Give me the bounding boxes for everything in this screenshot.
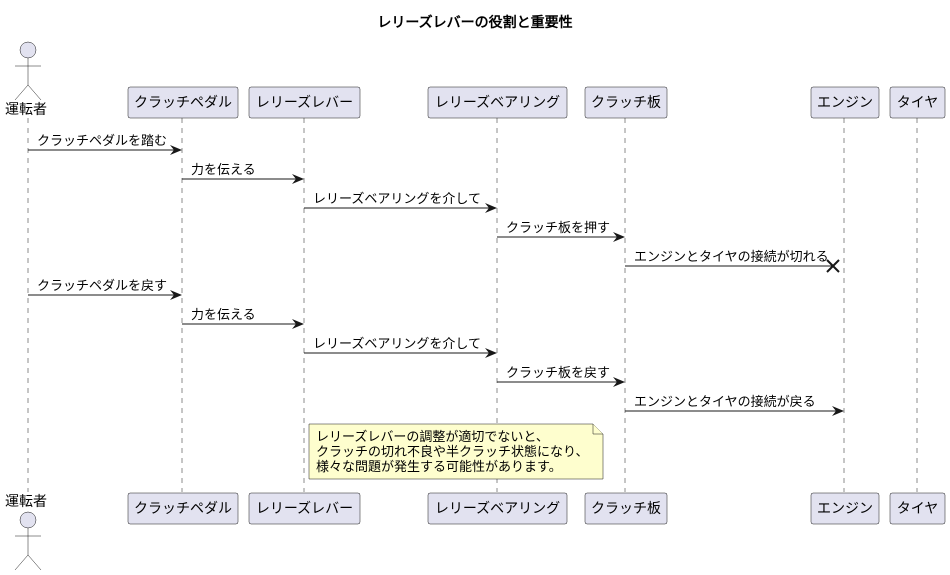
participant-box	[889, 86, 946, 119]
note-fold	[592, 424, 603, 435]
message-label: エンジンとタイヤの接続が切れる	[634, 249, 829, 265]
participant-label: レリーズベアリング	[435, 501, 560, 517]
message-label: クラッチ板を押す	[506, 221, 610, 236]
participants-bottom: クラッチペダル レリーズレバー レリーズベアリング クラッチ板 エンジン タイヤ	[127, 492, 946, 525]
participant-box	[427, 492, 568, 525]
participant-label: クラッチ板	[591, 95, 661, 111]
arrowhead	[613, 232, 625, 242]
message-label: 力を伝える	[191, 308, 256, 323]
arrowhead	[832, 406, 844, 416]
participant-box	[889, 492, 946, 525]
participant-box	[248, 492, 361, 525]
actor-label-top: 運転者	[5, 102, 47, 118]
message-label: クラッチペダルを戻す	[37, 279, 167, 294]
note-line-2: クラッチの切れ不良や半クラッチ状態になり、	[316, 444, 588, 460]
message-label: 力を伝える	[191, 163, 256, 178]
message-label: クラッチペダルを踏む	[37, 134, 167, 149]
note-box	[308, 423, 604, 480]
participant-box	[127, 86, 239, 119]
participant-label: レリーズレバー	[256, 95, 353, 111]
participant-label: クラッチ板	[591, 501, 661, 517]
arrowhead	[170, 145, 182, 155]
actor-label-bottom: 運転者	[5, 494, 47, 510]
arrowhead	[613, 377, 625, 387]
messages: クラッチペダルを踏む 力を伝える レリーズベアリングを介して クラッチ板を押す …	[28, 134, 844, 416]
participant-label: エンジン	[817, 501, 873, 517]
arrowhead	[292, 174, 304, 184]
actor-head	[19, 511, 37, 529]
note: レリーズレバーの調整が適切でないと、 クラッチの切れ不良や半クラッチ状態になり、…	[308, 423, 604, 480]
note-line-3: 様々な問題が発生する可能性があります。	[316, 460, 562, 475]
participant-box	[584, 492, 668, 525]
participant-box	[810, 492, 880, 525]
message-label: クラッチ板を戻す	[506, 366, 610, 381]
note-line-1: レリーズレバーの調整が適切でないと、	[316, 429, 549, 445]
actor-body	[14, 528, 42, 571]
actor-body	[14, 58, 42, 101]
actor-driver-top: 運転者	[5, 41, 47, 118]
arrowhead	[292, 319, 304, 329]
participant-label: エンジン	[817, 95, 873, 111]
arrowhead	[485, 203, 497, 213]
participant-box	[127, 492, 239, 525]
participant-label: タイヤ	[897, 95, 939, 111]
diagram-title: レリーズレバーの役割と重要性	[377, 14, 572, 31]
participant-label: クラッチペダル	[134, 501, 232, 517]
destroy-x-icon	[826, 259, 840, 273]
participant-box	[584, 86, 668, 119]
participant-label: タイヤ	[897, 501, 939, 517]
participant-box	[427, 86, 568, 119]
participant-label: レリーズレバー	[256, 501, 353, 517]
participant-label: レリーズベアリング	[435, 95, 560, 111]
participant-box	[248, 86, 361, 119]
actor-driver-bottom: 運転者	[5, 494, 47, 571]
participant-label: クラッチペダル	[134, 95, 232, 111]
arrowhead	[485, 348, 497, 358]
actor-head	[19, 41, 37, 59]
participants-top: クラッチペダル レリーズレバー レリーズベアリング クラッチ板 エンジン タイヤ	[127, 86, 946, 119]
message-label: エンジンとタイヤの接続が戻る	[634, 394, 816, 410]
message-label: レリーズベアリングを介して	[313, 191, 481, 207]
arrowhead	[170, 290, 182, 300]
participant-box	[810, 86, 880, 119]
message-label: レリーズベアリングを介して	[313, 336, 481, 352]
